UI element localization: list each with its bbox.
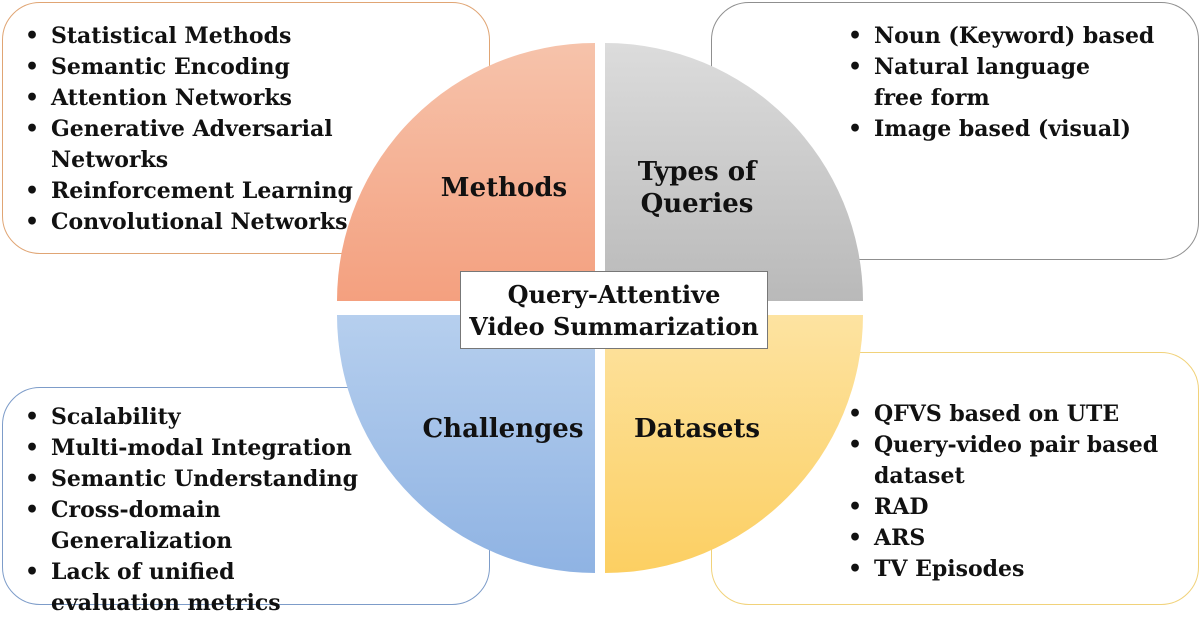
datasets-label: Datasets <box>633 414 761 444</box>
challenges-label: Challenges <box>422 414 584 444</box>
queries-list: Noun (Keyword) based Natural language fr… <box>846 21 1166 145</box>
list-item: Natural language free form <box>846 52 1144 114</box>
list-item: TV Episodes <box>846 554 1166 585</box>
datasets-list: QFVS based on UTE Query-video pair based… <box>846 399 1166 585</box>
list-item: Query-video pair based dataset <box>846 430 1164 492</box>
queries-label: Types of Queries <box>612 156 782 220</box>
datasets-quadrant <box>605 315 863 573</box>
challenges-quadrant <box>337 315 595 573</box>
list-item: ARS <box>846 523 1166 554</box>
queries-label-line1: Types of <box>637 157 757 187</box>
list-item: Image based (visual) <box>846 114 1166 145</box>
methods-list: Statistical Methods Semantic Encoding At… <box>23 21 363 238</box>
queries-quadrant <box>605 43 863 301</box>
list-item: Reinforcement Learning <box>23 176 363 207</box>
list-item: Scalability <box>23 402 403 433</box>
list-item: QFVS based on UTE <box>846 399 1166 430</box>
center-title-line1: Query-Attentive <box>507 280 721 309</box>
methods-quadrant <box>337 43 595 301</box>
list-item: Cross-domain Generalization <box>23 495 403 557</box>
list-item: Convolutional Networks <box>23 207 363 238</box>
center-title-box: Query-Attentive Video Summarization <box>460 271 768 349</box>
challenges-list: Scalability Multi-modal Integration Sema… <box>23 402 403 619</box>
list-item: Statistical Methods <box>23 21 363 52</box>
list-item: Multi-modal Integration <box>23 433 403 464</box>
center-title-line2: Video Summarization <box>469 312 759 341</box>
list-item: Semantic Understanding <box>23 464 403 495</box>
methods-label: Methods <box>440 173 568 203</box>
list-item: Generative Adversarial Networks <box>23 114 351 176</box>
queries-box: Noun (Keyword) based Natural language fr… <box>711 2 1199 260</box>
list-item: RAD <box>846 492 1166 523</box>
queries-label-line2: Queries <box>640 189 754 219</box>
list-item: Noun (Keyword) based <box>846 21 1166 52</box>
list-item: Attention Networks <box>23 83 363 114</box>
list-item: Semantic Encoding <box>23 52 363 83</box>
